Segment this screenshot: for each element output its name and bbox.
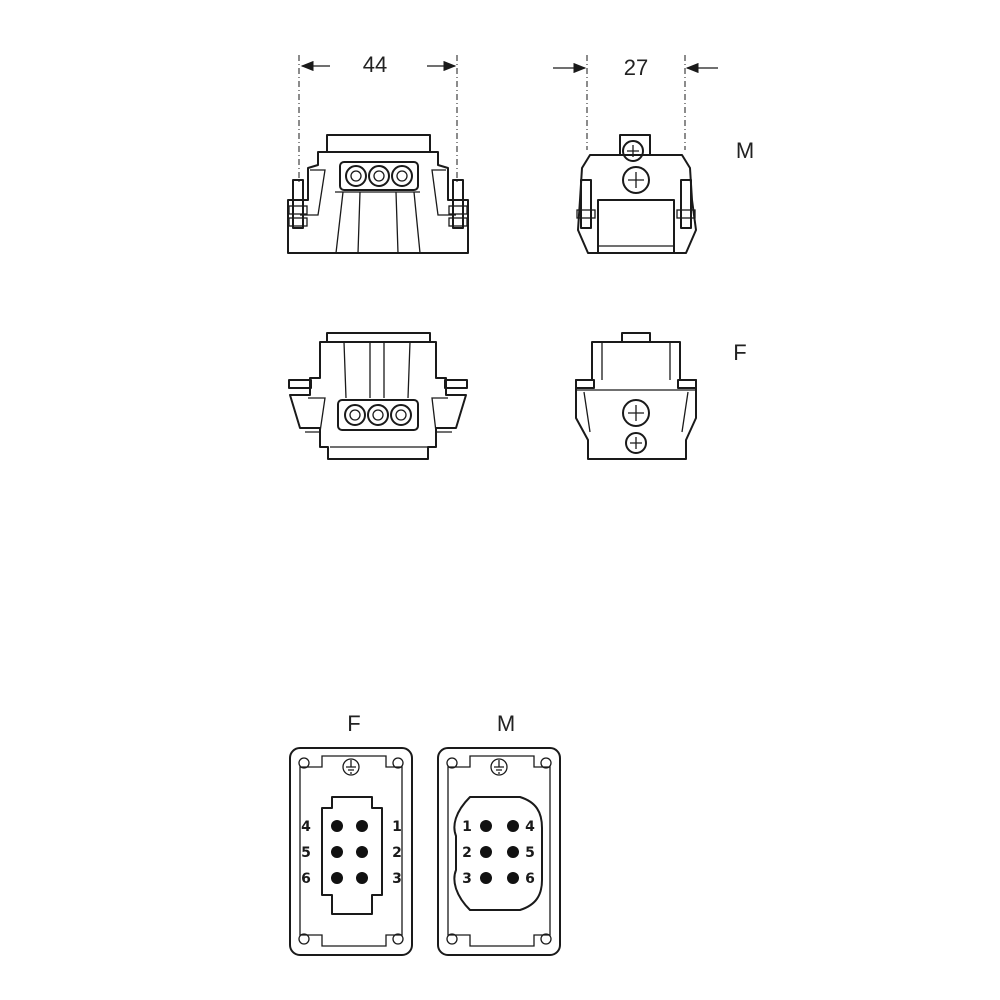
male-insert-front-view (287, 134, 469, 254)
female-insert-front-view (288, 332, 468, 460)
female-face-view: 4 5 6 1 2 3 (289, 747, 413, 956)
female-pin-label-4: 4 (301, 819, 311, 835)
male-pin-label-1: 1 (462, 819, 472, 835)
male-pin-label-5: 5 (525, 845, 535, 861)
female-pin-label-2: 2 (392, 845, 402, 861)
earth-icon (490, 758, 508, 776)
female-face-label: F (347, 711, 360, 736)
male-pin-label-6: 6 (525, 871, 535, 887)
male-face-label: M (497, 711, 515, 736)
male-pin-label-4: 4 (525, 819, 535, 835)
female-row-label: F (733, 340, 746, 365)
dimension-width: 44 (298, 52, 458, 185)
depth-dimension-label: 27 (624, 55, 648, 80)
dimension-depth: 27 (553, 55, 718, 150)
male-pin-label-2: 2 (462, 845, 472, 861)
female-pin-label-3: 3 (392, 871, 402, 887)
female-pin-label-5: 5 (301, 845, 311, 861)
female-pin-label-1: 1 (392, 819, 402, 835)
female-insert-side-view (575, 332, 697, 460)
male-face-view: 1 2 3 4 5 6 (437, 747, 561, 956)
male-pin-label-3: 3 (462, 871, 472, 887)
male-row-label: M (736, 138, 754, 163)
male-insert-side-view (576, 134, 697, 254)
earth-icon (342, 758, 360, 776)
female-pin-label-6: 6 (301, 871, 311, 887)
width-dimension-label: 44 (363, 52, 387, 77)
